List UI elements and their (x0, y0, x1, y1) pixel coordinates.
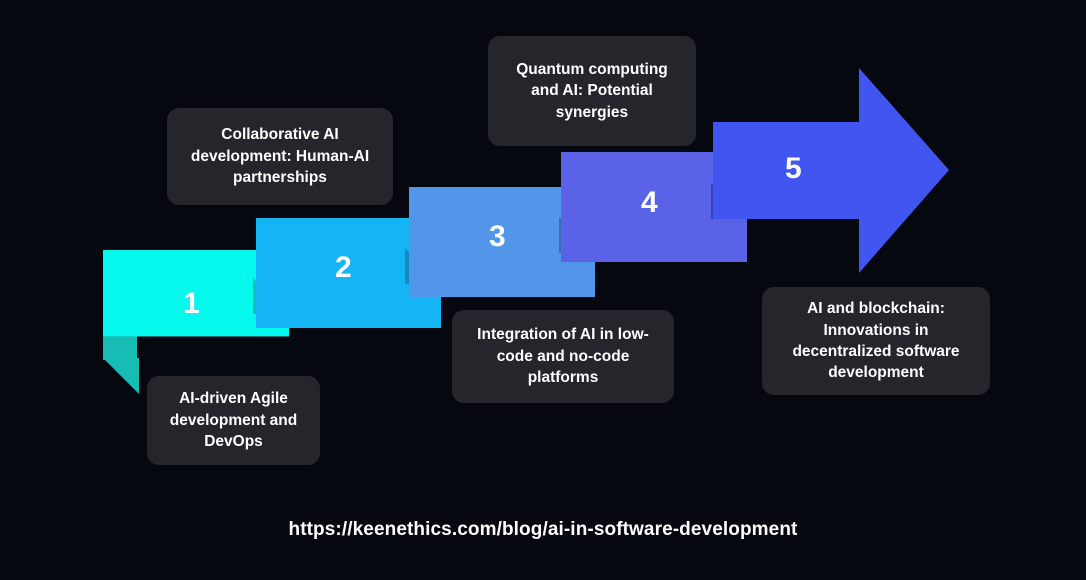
step-5-shape (713, 68, 949, 273)
step-1-label-card[interactable]: AI-driven Agile development and DevOps (147, 376, 320, 465)
step-2-label-text: Collaborative AI development: Human-AI p… (190, 126, 370, 187)
step-1-fold (103, 336, 137, 360)
step-5-label-text: AI and blockchain: Innovations in decent… (792, 300, 960, 382)
step-4-label-card[interactable]: Quantum computing and AI: Potential syne… (488, 36, 696, 146)
step-5-label-card[interactable]: AI and blockchain: Innovations in decent… (762, 287, 990, 395)
step-2-label-card[interactable]: Collaborative AI development: Human-AI p… (167, 108, 393, 205)
step-5[interactable] (713, 68, 949, 273)
step-3-label-card[interactable]: Integration of AI in low-code and no-cod… (452, 310, 674, 403)
step-3-number: 3 (489, 220, 507, 253)
step-4-number: 4 (641, 186, 659, 219)
step-3-label-text: Integration of AI in low-code and no-cod… (477, 326, 649, 387)
step-5-fill (713, 68, 949, 273)
step-2-number: 2 (335, 251, 353, 284)
step-4-label-text: Quantum computing and AI: Potential syne… (516, 60, 668, 121)
step-1-fold-shadow (103, 358, 139, 394)
source-url[interactable]: https://keenethics.com/blog/ai-in-softwa… (288, 519, 798, 540)
step-5-number: 5 (785, 152, 803, 185)
step-1-number: 1 (183, 287, 201, 320)
step-1-label-text: AI-driven Agile development and DevOps (169, 390, 298, 451)
